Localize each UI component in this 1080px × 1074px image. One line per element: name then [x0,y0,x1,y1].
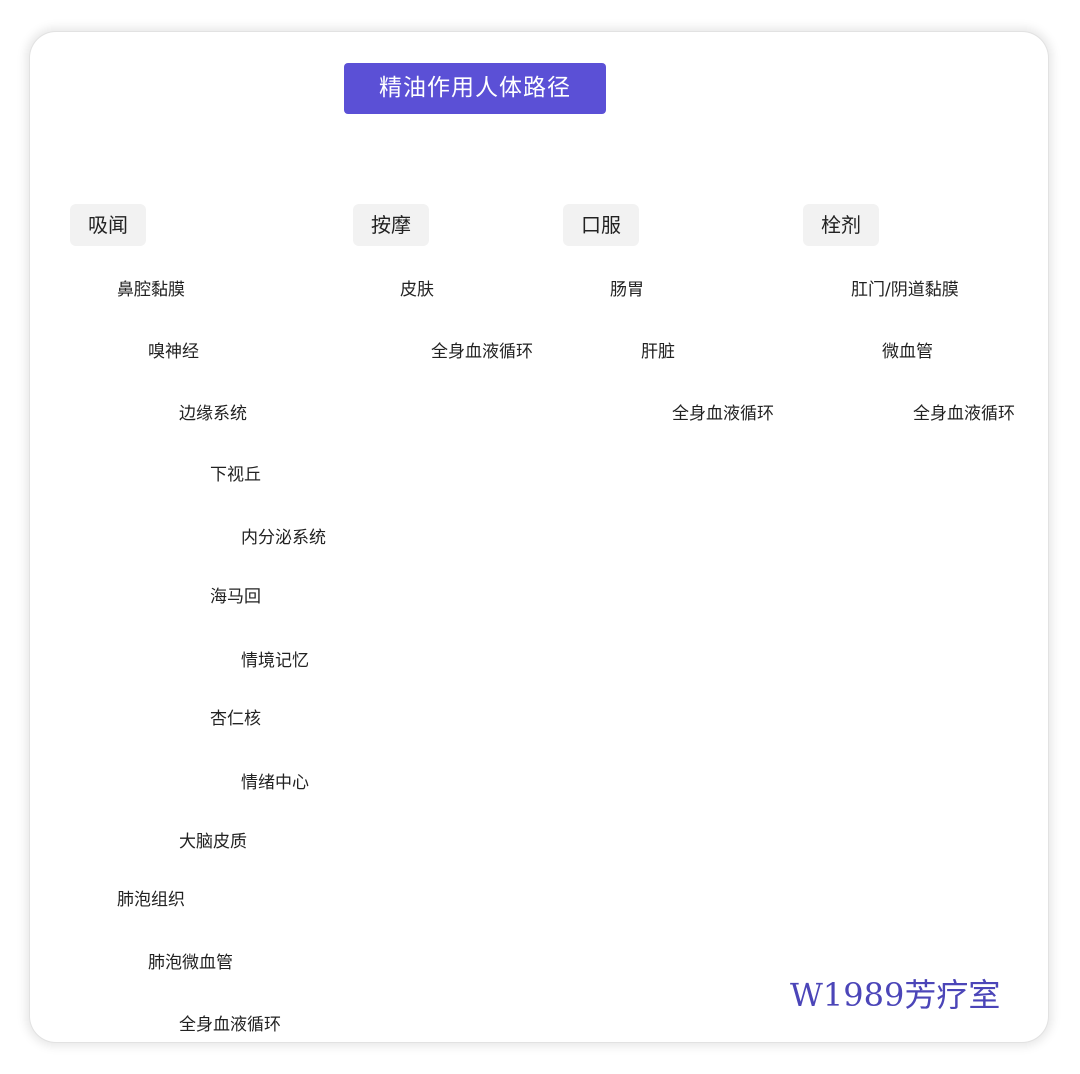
node-anmo-quanshen-xunhuan: 全身血液循环 [431,342,533,362]
branch-xiwen: 吸闻 [70,204,146,246]
node-xiashiqiu: 下视丘 [210,465,261,485]
branch-koufu: 口服 [563,204,639,246]
node-xingrenhe: 杏仁核 [210,709,261,729]
node-shuanji-quanshen-xunhuan: 全身血液循环 [913,404,1015,424]
node-qingxu-zhongxin: 情绪中心 [241,773,309,793]
node-bianyuan-xitong: 边缘系统 [179,404,247,424]
node-feipao-zuzhi: 肺泡组织 [117,890,185,910]
root-topic: 精油作用人体路径 [344,63,606,114]
branch-shuanji: 栓剂 [803,204,879,246]
node-qingjing-jiyi: 情境记忆 [241,651,309,671]
diagram-frame [30,32,1048,1042]
watermark: W1989芳疗室 [790,976,1001,1014]
branch-anmo: 按摩 [353,204,429,246]
node-koufu-quanshen-xunhuan: 全身血液循环 [672,404,774,424]
node-weixueguan: 微血管 [882,342,933,362]
node-pifu: 皮肤 [400,280,434,300]
node-danao-pizhi: 大脑皮质 [179,832,247,852]
node-bike-nianmo: 鼻腔黏膜 [117,280,185,300]
node-xiu-shenjing: 嗅神经 [148,342,199,362]
node-ganzang: 肝脏 [641,342,675,362]
node-neifenmi-xitong: 内分泌系统 [241,528,326,548]
node-haimahui: 海马回 [210,587,261,607]
node-gangmen-yindao-nianmo: 肛门/阴道黏膜 [851,280,959,300]
node-feipao-weixueguan: 肺泡微血管 [148,953,233,973]
node-xiwen-quanshen-xunhuan: 全身血液循环 [179,1015,281,1035]
node-changwei: 肠胃 [610,280,644,300]
